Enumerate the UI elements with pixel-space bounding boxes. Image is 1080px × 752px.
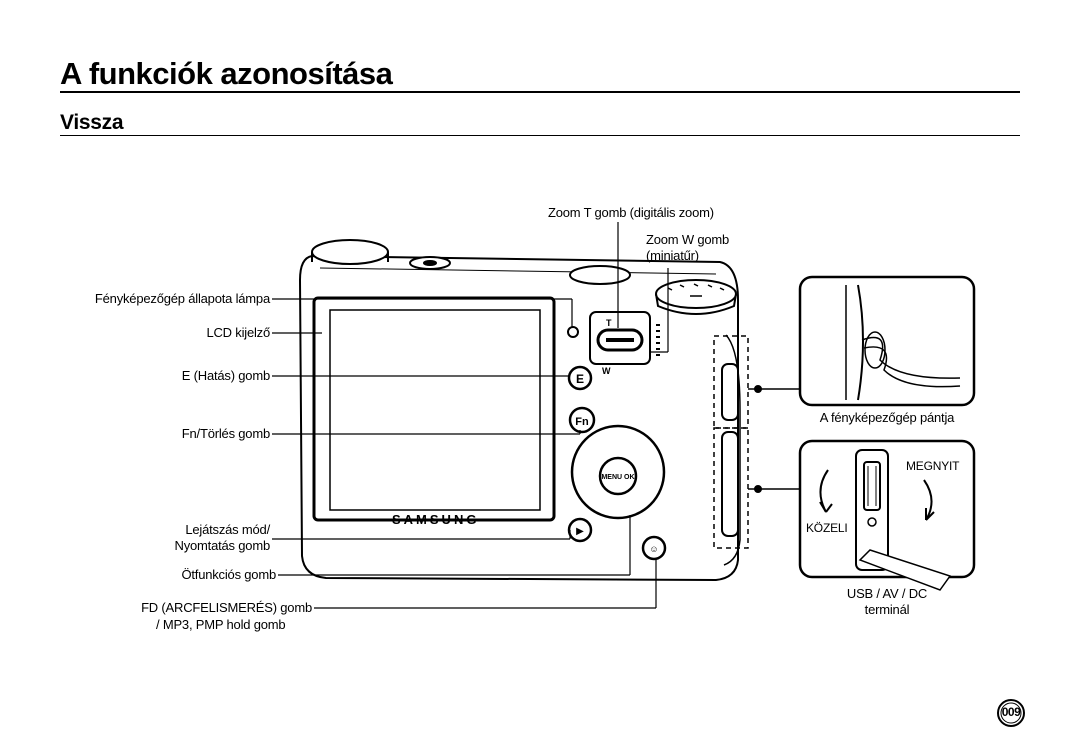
page-number-badge bbox=[997, 699, 1025, 727]
label-five-function: Ötfunkciós gomb bbox=[181, 567, 276, 582]
label-close: KÖZELI bbox=[806, 521, 848, 535]
mode-dial-top bbox=[311, 239, 389, 265]
menu-ok-button bbox=[598, 456, 638, 496]
terminal-callout-box bbox=[713, 427, 749, 549]
strap-inset bbox=[798, 275, 976, 407]
e-button-label: E bbox=[576, 372, 584, 386]
brand-logo: SAMSUNG bbox=[392, 512, 479, 527]
status-lamp bbox=[567, 326, 579, 338]
camera-body-edge bbox=[319, 267, 717, 275]
play-icon: ▶ bbox=[576, 526, 584, 537]
label-status-lamp: Fényképezőgép állapota lámpa bbox=[94, 291, 270, 306]
e-button bbox=[567, 365, 593, 391]
page-title: A funkciók azonosítása bbox=[60, 56, 393, 91]
label-usb-1: USB / AV / DC bbox=[846, 586, 928, 601]
face-detect-icon: ☺ bbox=[649, 544, 658, 554]
strap-mount bbox=[721, 363, 739, 421]
page-number: 009 bbox=[1001, 705, 1021, 719]
fn-button-label: Fn bbox=[575, 416, 589, 428]
section-subtitle: Vissza bbox=[60, 111, 124, 134]
terminal-door bbox=[721, 431, 739, 537]
zoom-w-label: W bbox=[602, 366, 611, 376]
label-zoom-w-2: (miniatűr) bbox=[646, 248, 699, 263]
fd-button bbox=[641, 535, 667, 561]
label-lcd: LCD kijelző bbox=[206, 325, 270, 340]
label-playback-1: Lejátszás mód/ bbox=[185, 522, 270, 537]
menu-ok-label: MENU OK bbox=[601, 474, 634, 481]
label-zoom-w-1: Zoom W gomb bbox=[646, 232, 730, 247]
label-playback-2: Nyomtatás gomb bbox=[174, 538, 271, 553]
lcd-screen bbox=[312, 296, 556, 522]
subtitle-divider bbox=[60, 135, 1020, 136]
label-e-button: E (Hatás) gomb bbox=[181, 368, 270, 383]
title-divider bbox=[60, 91, 1020, 93]
fn-button bbox=[568, 406, 596, 434]
label-fd-1: FD (ARCFELISMERÉS) gomb bbox=[141, 600, 312, 615]
shutter-button-top bbox=[569, 265, 631, 285]
label-strap: A fényképezőgép pántja bbox=[819, 410, 955, 425]
label-open: MEGNYIT bbox=[906, 459, 960, 473]
label-zoom-t: Zoom T gomb (digitális zoom) bbox=[548, 205, 714, 220]
playback-button bbox=[567, 517, 593, 543]
usb-port bbox=[863, 461, 881, 511]
label-usb-2: terminál bbox=[864, 602, 910, 617]
zoom-t-label: T bbox=[606, 318, 612, 328]
label-fn-button: Fn/Törlés gomb bbox=[181, 426, 270, 441]
label-fd-2: / MP3, PMP hold gomb bbox=[156, 617, 286, 632]
